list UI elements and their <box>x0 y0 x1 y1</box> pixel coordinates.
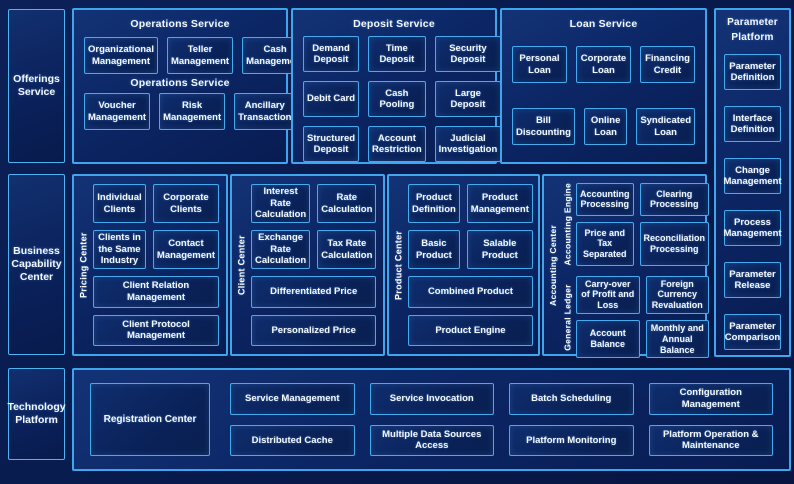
loan-service-title: Loan Service <box>569 18 638 30</box>
ledger-box: Monthly and Annual Balance <box>645 319 710 359</box>
product-box: Salable Product <box>466 230 533 269</box>
pricing-box: Clients in the Same Industry <box>93 230 146 269</box>
operations-service-subtitle: Operations Service <box>130 77 230 89</box>
business-capability-center-text: Business Capability Center <box>11 244 62 284</box>
loan-box: Personal Loan <box>512 46 567 83</box>
operations-box: Ancillary Transaction <box>234 93 296 130</box>
accounting-box: Accounting Processing <box>576 183 634 216</box>
product-center-label: Product Center <box>393 230 404 300</box>
parameter-platform-panel: Parameter Platform Parameter Definition … <box>714 8 791 357</box>
client-box: Personalized Price <box>251 314 377 346</box>
client-box: Interest Rate Calculation <box>251 184 311 223</box>
loan-box: Corporate Loan <box>576 46 631 83</box>
operations-box: Voucher Management <box>84 93 151 130</box>
tech-box: Distributed Cache <box>230 424 355 456</box>
product-box: Combined Product <box>408 276 533 308</box>
offerings-service-label: Offerings Service <box>8 9 65 163</box>
client-center-panel: Client Center Interest Rate Calculation … <box>230 174 385 356</box>
operations-box: Risk Management <box>159 93 226 130</box>
operations-service-title: Operations Service <box>130 18 230 30</box>
parameter-box: Parameter Definition <box>724 54 781 90</box>
parameter-platform-title: Parameter Platform <box>727 17 778 43</box>
deposit-box: Security Deposit <box>434 36 502 72</box>
accounting-engine-label: Accounting Engine <box>562 183 573 266</box>
accounting-box: Reconciliation Processing <box>639 221 710 266</box>
deposit-service-panel: Deposit Service Demand Deposit Time Depo… <box>291 8 502 164</box>
technology-platform-panel: Registration Center Service Management S… <box>72 368 791 471</box>
tech-box: Platform Operation & Maintenance <box>648 424 773 456</box>
pricing-box: Corporate Clients <box>152 184 219 223</box>
deposit-box: Time Deposit <box>368 36 426 72</box>
pricing-box: Contact Management <box>152 230 219 269</box>
operations-box: Teller Management <box>166 37 234 74</box>
product-center-panel: Product Center Product Definition Produc… <box>387 174 540 356</box>
product-box: Product Management <box>466 184 533 223</box>
parameter-box: Parameter Comparison <box>724 314 781 350</box>
offerings-service-text: Offerings Service <box>13 72 60 98</box>
client-center-label: Client Center <box>236 235 247 295</box>
loan-box: Financing Credit <box>640 46 695 83</box>
deposit-service-title: Deposit Service <box>353 18 435 30</box>
pricing-box: Client Relation Management <box>93 276 219 308</box>
ledger-box: Account Balance <box>576 319 640 359</box>
general-ledger-label: General Ledger <box>562 283 573 351</box>
tech-box: Batch Scheduling <box>509 383 634 415</box>
pricing-center-label: Pricing Center <box>78 232 89 298</box>
client-box: Differentiated Price <box>251 276 377 308</box>
business-capability-center-label: Business Capability Center <box>8 174 65 355</box>
deposit-box: Large Deposit <box>434 81 502 117</box>
tech-box: Service Management <box>230 383 355 415</box>
tech-box: Configuration Management <box>648 383 773 415</box>
technology-platform-text: Technology Platform <box>7 400 66 426</box>
parameter-box: Interface Definition <box>724 106 781 142</box>
loan-service-panel: Loan Service Personal Loan Corporate Loa… <box>500 8 707 164</box>
client-box: Rate Calculation <box>317 184 377 223</box>
operations-box: Organizational Management <box>84 37 158 74</box>
general-ledger-group: General Ledger Carry-over of Profit and … <box>561 275 710 359</box>
accounting-center-label: Accounting Center <box>548 224 558 306</box>
product-box: Product Engine <box>408 314 533 346</box>
deposit-box: Account Restriction <box>368 126 426 162</box>
parameter-box: Parameter Release <box>724 262 781 298</box>
pricing-box: Client Protocol Management <box>93 314 219 346</box>
ledger-box: Foreign Currency Revaluation <box>645 275 710 314</box>
accounting-box: Price and Tax Separated <box>576 221 634 266</box>
tech-box: Multiple Data Sources Access <box>369 424 494 456</box>
tech-box: Service Invocation <box>369 383 494 415</box>
loan-box: Bill Discounting <box>512 108 575 145</box>
parameter-box: Change Management <box>723 158 782 194</box>
product-box: Basic Product <box>408 230 460 269</box>
deposit-box: Judicial Investigation <box>434 126 502 162</box>
pricing-box: Individual Clients <box>93 184 146 223</box>
accounting-engine-group: Accounting Engine Accounting Processing … <box>561 183 710 266</box>
operations-service-panel: Operations Service Organizational Manage… <box>72 8 309 164</box>
loan-box: Syndicated Loan <box>636 108 695 145</box>
technology-platform-label: Technology Platform <box>7 368 66 460</box>
accounting-box: Clearing Processing <box>639 183 710 216</box>
deposit-box: Structured Deposit <box>303 126 360 162</box>
accounting-center-panel: Accounting Center Accounting Engine Acco… <box>542 174 710 359</box>
client-box: Tax Rate Calculation <box>317 230 377 269</box>
loan-box: Online Loan <box>583 108 628 145</box>
parameter-box: Process Management <box>723 210 782 246</box>
deposit-box: Debit Card <box>303 81 360 117</box>
tech-box: Platform Monitoring <box>509 424 634 456</box>
pricing-center-panel: Pricing Center Individual Clients Corpor… <box>72 174 228 356</box>
product-box: Product Definition <box>408 184 460 223</box>
registration-center-box: Registration Center <box>90 383 210 456</box>
deposit-box: Demand Deposit <box>303 36 360 72</box>
deposit-box: Cash Pooling <box>368 81 426 117</box>
ledger-box: Carry-over of Profit and Loss <box>576 275 640 314</box>
client-box: Exchange Rate Calculation <box>251 230 311 269</box>
